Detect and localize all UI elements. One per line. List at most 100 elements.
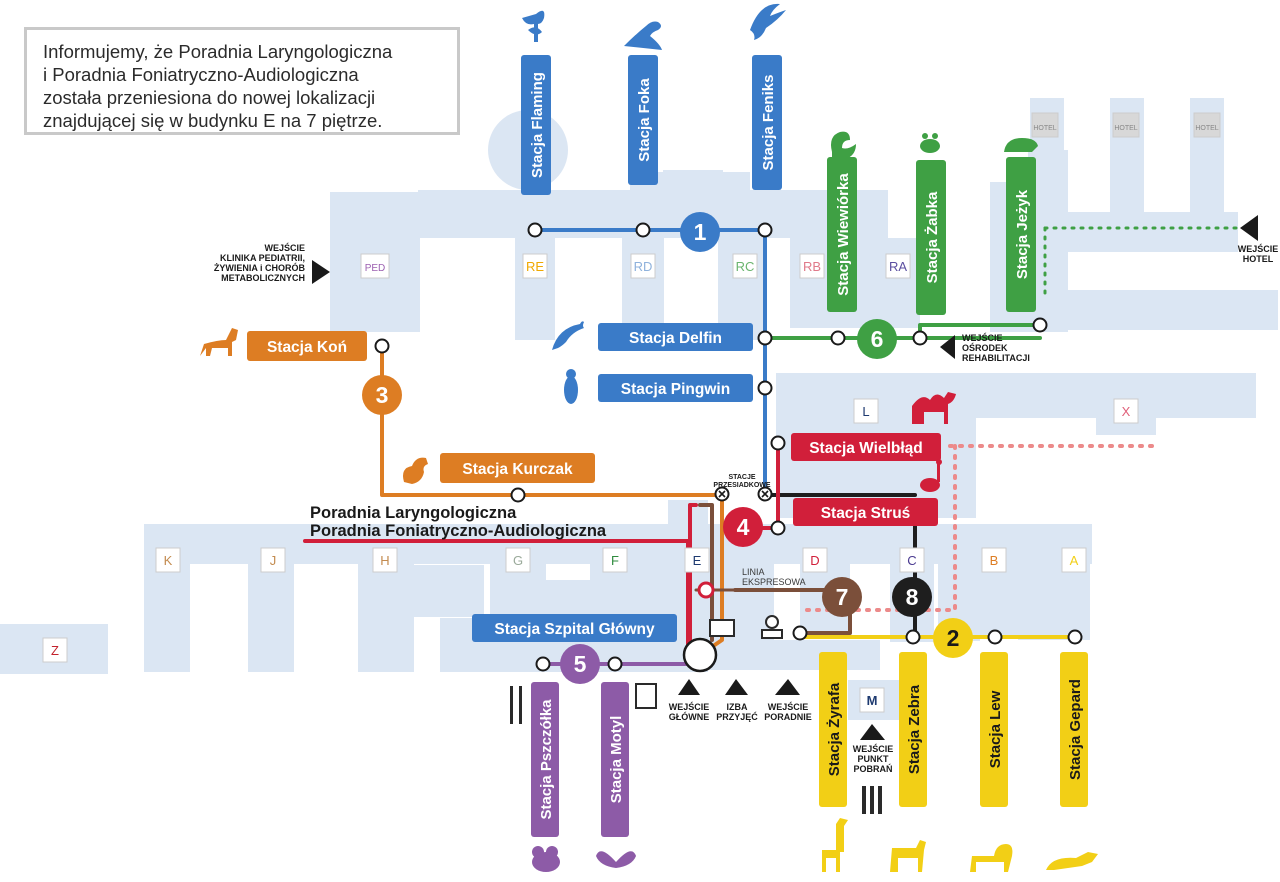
building-block [1068,212,1238,252]
building-block [622,233,664,340]
entrance-label: WEJŚCIE [264,242,305,253]
building-tag [42,637,68,663]
horse-icon [200,328,238,356]
station-card [819,652,847,807]
building-label: RB [803,259,821,274]
station-card [531,682,559,837]
line-8-badge [892,577,932,617]
station-label: Stacja Motyl [608,716,625,804]
building-label: A [1070,553,1079,568]
notice-line: i Poradnia Foniatryczno-Audiologiczna [43,64,359,85]
entrance-label: POBRAŃ [853,764,892,774]
station-node [510,487,526,503]
building-tag [1112,112,1140,138]
line-4-badge [723,507,763,547]
line-4-path [303,539,690,657]
entrance-label: REHABILITACJI [962,353,1030,363]
station-node [1067,629,1083,645]
station-node [757,380,773,396]
station-card [598,374,753,402]
station-node [607,656,623,672]
cheetah-icon [1046,852,1098,870]
squirrel-icon [831,131,856,158]
building-tag [1061,547,1087,573]
building-label: J [270,553,277,568]
station-node [912,330,928,346]
bee-icon-part [546,846,558,858]
station-label: Stacja Pszczółka [538,699,555,820]
flamingo-icon-part [528,27,542,35]
line-7-badge-label: 7 [836,584,849,610]
ostrich-icon [920,459,942,492]
station-card [598,323,753,351]
building-tag [522,253,548,279]
building-label: RE [526,259,544,274]
zebra-icon-part [890,840,926,872]
line-6-badge-label: 6 [871,326,884,352]
entrance-label: PUNKT [858,754,890,764]
station-node [374,338,390,354]
building-label: H [380,553,389,568]
station-card [247,331,367,361]
station-card [980,652,1008,807]
fork-knife-icon [510,686,522,724]
station-card [752,55,782,190]
flamingo-icon [522,10,545,43]
building-block [1068,290,1278,330]
giraffe-icon [822,818,848,872]
building-block [515,233,555,340]
station-node [697,581,715,599]
station-label: Stacja Kurczak [462,461,573,478]
lion-icon-part [970,844,1013,872]
hub-node [682,637,718,673]
entrance-label: PRZYJĘĆ [716,711,758,722]
station-node [757,330,773,346]
entrance-label: WEJŚCIE [962,332,1003,343]
building-label: F [611,553,619,568]
station-node [635,222,651,238]
station-node [905,629,921,645]
entrance-arrow-icon [1240,215,1258,241]
station-card [472,614,677,642]
station-node [770,435,786,451]
building-tag [853,398,879,424]
line-5-badge [560,644,600,684]
entrance-arrow-icon [678,679,700,695]
building-label: RA [889,259,907,274]
building-label: C [907,553,916,568]
entrance-arrow-icon [940,335,955,359]
line-3-badge-label: 3 [376,382,389,408]
entrance-label: ŻYWIENIA i CHORÓB [214,262,306,273]
building-block [1190,98,1224,178]
lion-icon [970,844,1013,872]
station-label: Stacja Żabka [924,191,941,283]
callout-phoniatrics: Poradnia Foniatryczno-Audiologiczna [310,522,607,540]
building-tag [155,547,181,573]
building-label: E [693,553,702,568]
building-block [1110,98,1144,178]
building-label: L [862,404,869,419]
station-card [440,453,595,483]
penguin-icon [564,369,578,404]
callout-laryngology: Poradnia Laryngologiczna [310,504,517,522]
building-block [144,560,190,672]
line-2-badge-label: 2 [947,625,960,651]
line-1-badge [680,212,720,252]
receptionist-icon [761,615,783,639]
building-label: HOTEL [1033,125,1056,132]
butterfly-icon [596,851,636,868]
building-block [1190,175,1224,215]
building-block [358,560,414,672]
receptionist-icon-part [765,615,779,629]
line-1-badge-label: 1 [694,219,707,245]
station-node [792,625,808,641]
building-tag [505,547,531,573]
station-card [1006,157,1036,312]
building-label: D [810,553,819,568]
station-label: Stacja Feniks [760,75,777,171]
entrance-label: HOTEL [1243,254,1274,264]
station-node [757,222,773,238]
fork-knife-icon-part [510,686,513,724]
building-tag [981,547,1007,573]
bee-icon-part [532,846,544,858]
